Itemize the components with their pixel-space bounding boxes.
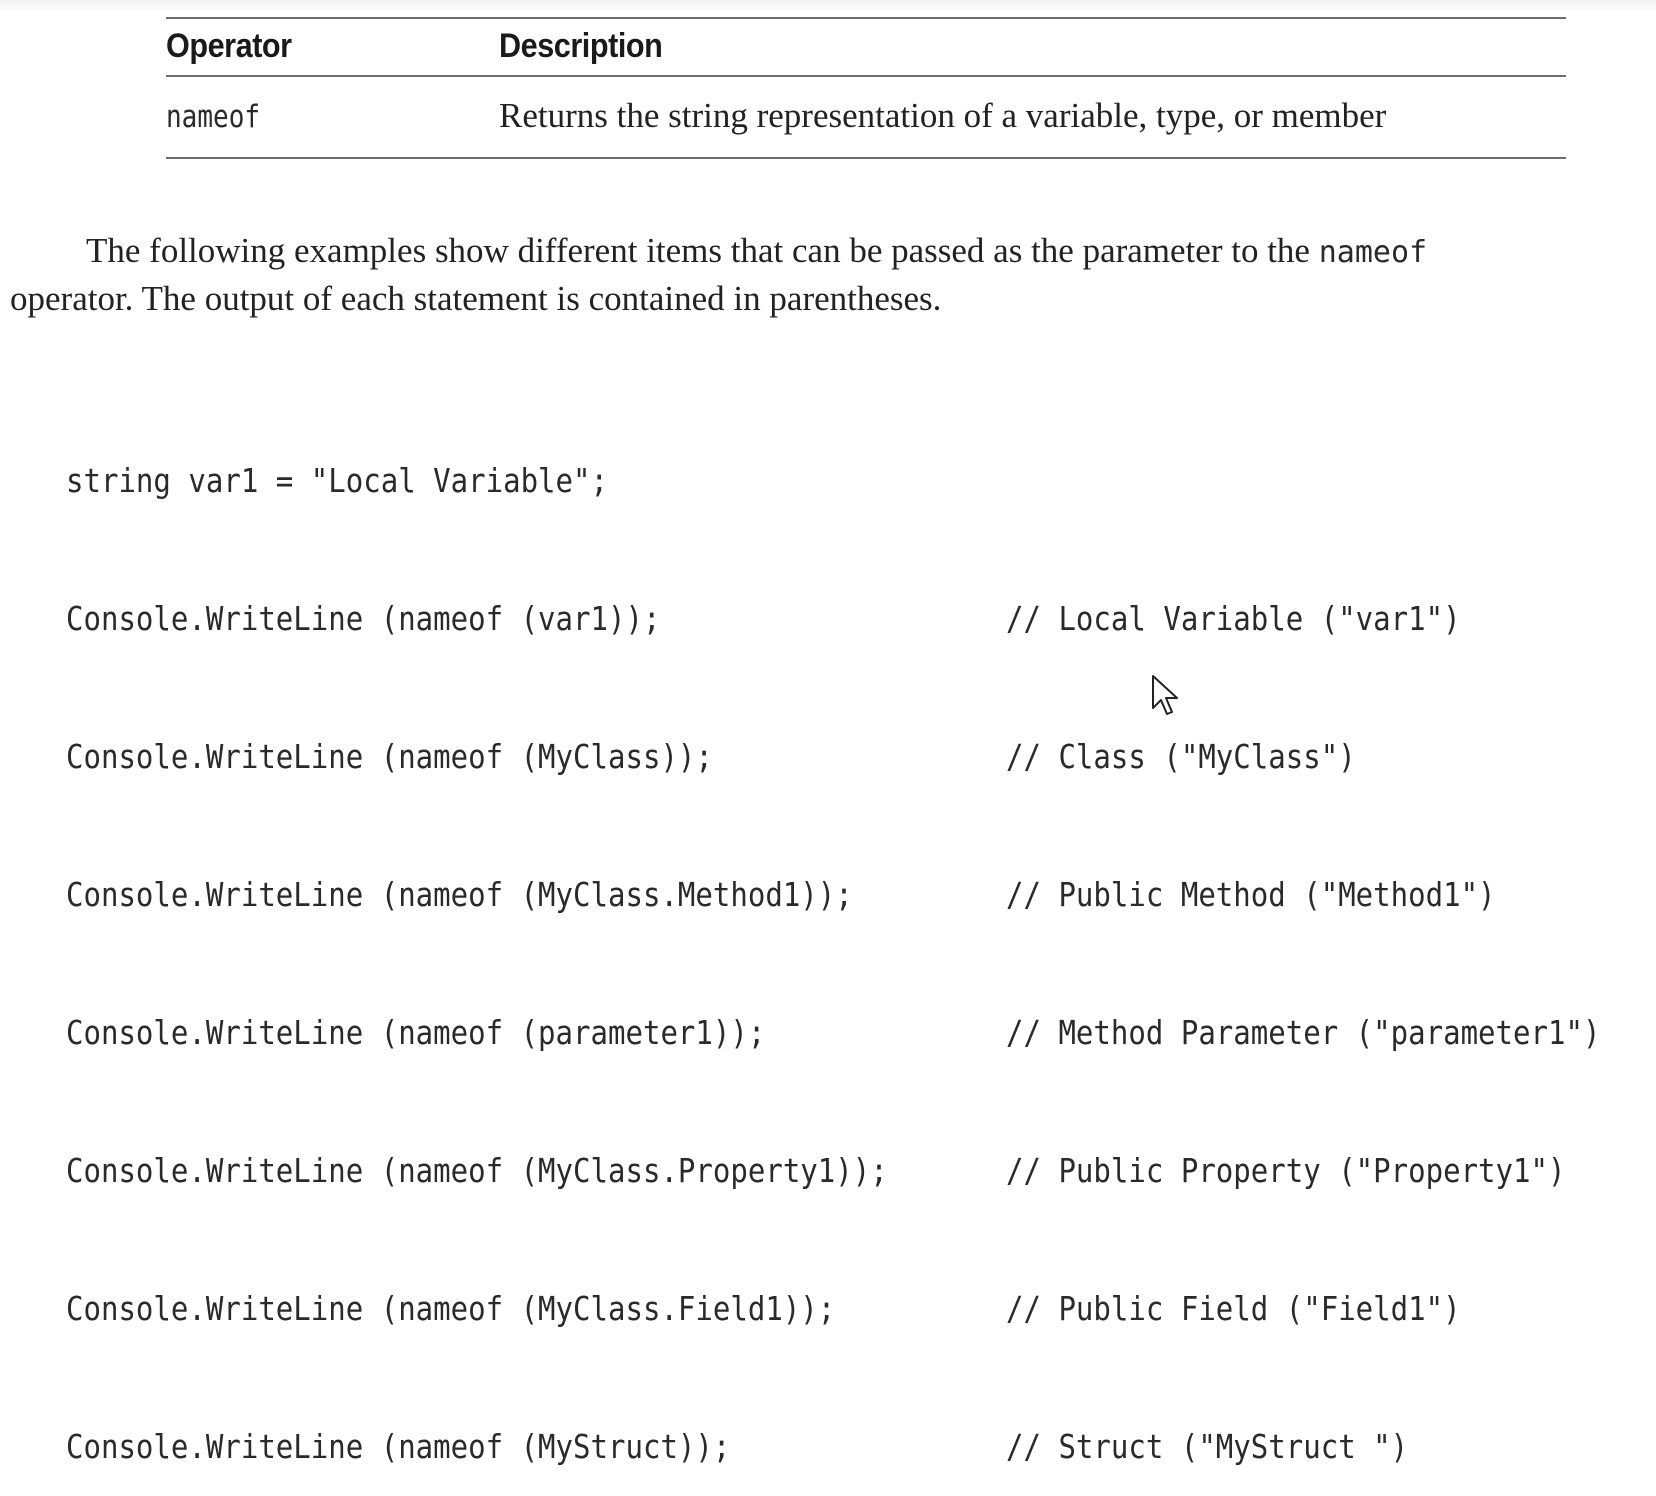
code-comment: // Method Parameter ("parameter1"): [1006, 1013, 1601, 1052]
paragraph-line-1: The following examples show different it…: [10, 228, 1650, 276]
paragraph-line-2: operator. The output of each statement i…: [10, 279, 942, 318]
code-comment: // Local Variable ("var1"): [1006, 599, 1461, 638]
code-statement: Console.WriteLine (nameof (var1));: [66, 599, 661, 638]
header-description: Description: [499, 27, 663, 65]
code-statement: Console.WriteLine (nameof (MyClass.Metho…: [66, 875, 853, 914]
operator-table: Operator Description nameof Returns the …: [166, 17, 1566, 159]
table-header-row: Operator Description: [166, 19, 1566, 75]
code-statement: Console.WriteLine (nameof (MyStruct));: [66, 1427, 731, 1466]
code-comment: // Public Method ("Method1"): [1006, 875, 1496, 914]
table-header-rule: [166, 75, 1566, 77]
code-line: Console.WriteLine (nameof (var1)); // Lo…: [66, 596, 1626, 642]
code-example-block: string var1 = "Local Variable"; Console.…: [66, 366, 1626, 1496]
code-comment: // Class ("MyClass"): [1006, 737, 1356, 776]
row-description: Returns the string representation of a v…: [499, 96, 1387, 135]
code-comment: // Public Field ("Field1"): [1006, 1289, 1461, 1328]
code-line: Console.WriteLine (nameof (MyClass)); //…: [66, 734, 1626, 780]
code-statement: Console.WriteLine (nameof (MyClass.Field…: [66, 1289, 836, 1328]
code-statement: Console.WriteLine (nameof (MyClass));: [66, 737, 713, 776]
page-top-edge: [0, 0, 1656, 10]
inline-code-nameof: nameof: [1318, 235, 1428, 270]
code-line: Console.WriteLine (nameof (MyClass.Field…: [66, 1286, 1626, 1332]
code-line: Console.WriteLine (nameof (MyStruct)); /…: [66, 1424, 1626, 1470]
code-line: Console.WriteLine (nameof (parameter1));…: [66, 1010, 1626, 1056]
code-comment: // Struct ("MyStruct "): [1006, 1427, 1409, 1466]
paragraph-line-1-text: The following examples show different it…: [86, 231, 1310, 270]
code-statement: string var1 = "Local Variable";: [66, 461, 608, 500]
code-comment: // Public Property ("Property1"): [1006, 1151, 1566, 1190]
mouse-pointer-icon: [1152, 675, 1178, 715]
explanation-paragraph: The following examples show different it…: [10, 228, 1650, 322]
table-top-rule: [166, 17, 1566, 19]
code-line: Console.WriteLine (nameof (MyClass.Prope…: [66, 1148, 1626, 1194]
code-statement: Console.WriteLine (nameof (parameter1));: [66, 1013, 766, 1052]
table-bottom-rule: [166, 157, 1566, 159]
header-operator: Operator: [166, 27, 292, 65]
code-line: string var1 = "Local Variable";: [66, 458, 1626, 504]
code-statement: Console.WriteLine (nameof (MyClass.Prope…: [66, 1151, 888, 1190]
code-line: Console.WriteLine (nameof (MyClass.Metho…: [66, 872, 1626, 918]
table-row: nameof Returns the string representation…: [166, 77, 1566, 157]
row-operator: nameof: [166, 99, 261, 135]
